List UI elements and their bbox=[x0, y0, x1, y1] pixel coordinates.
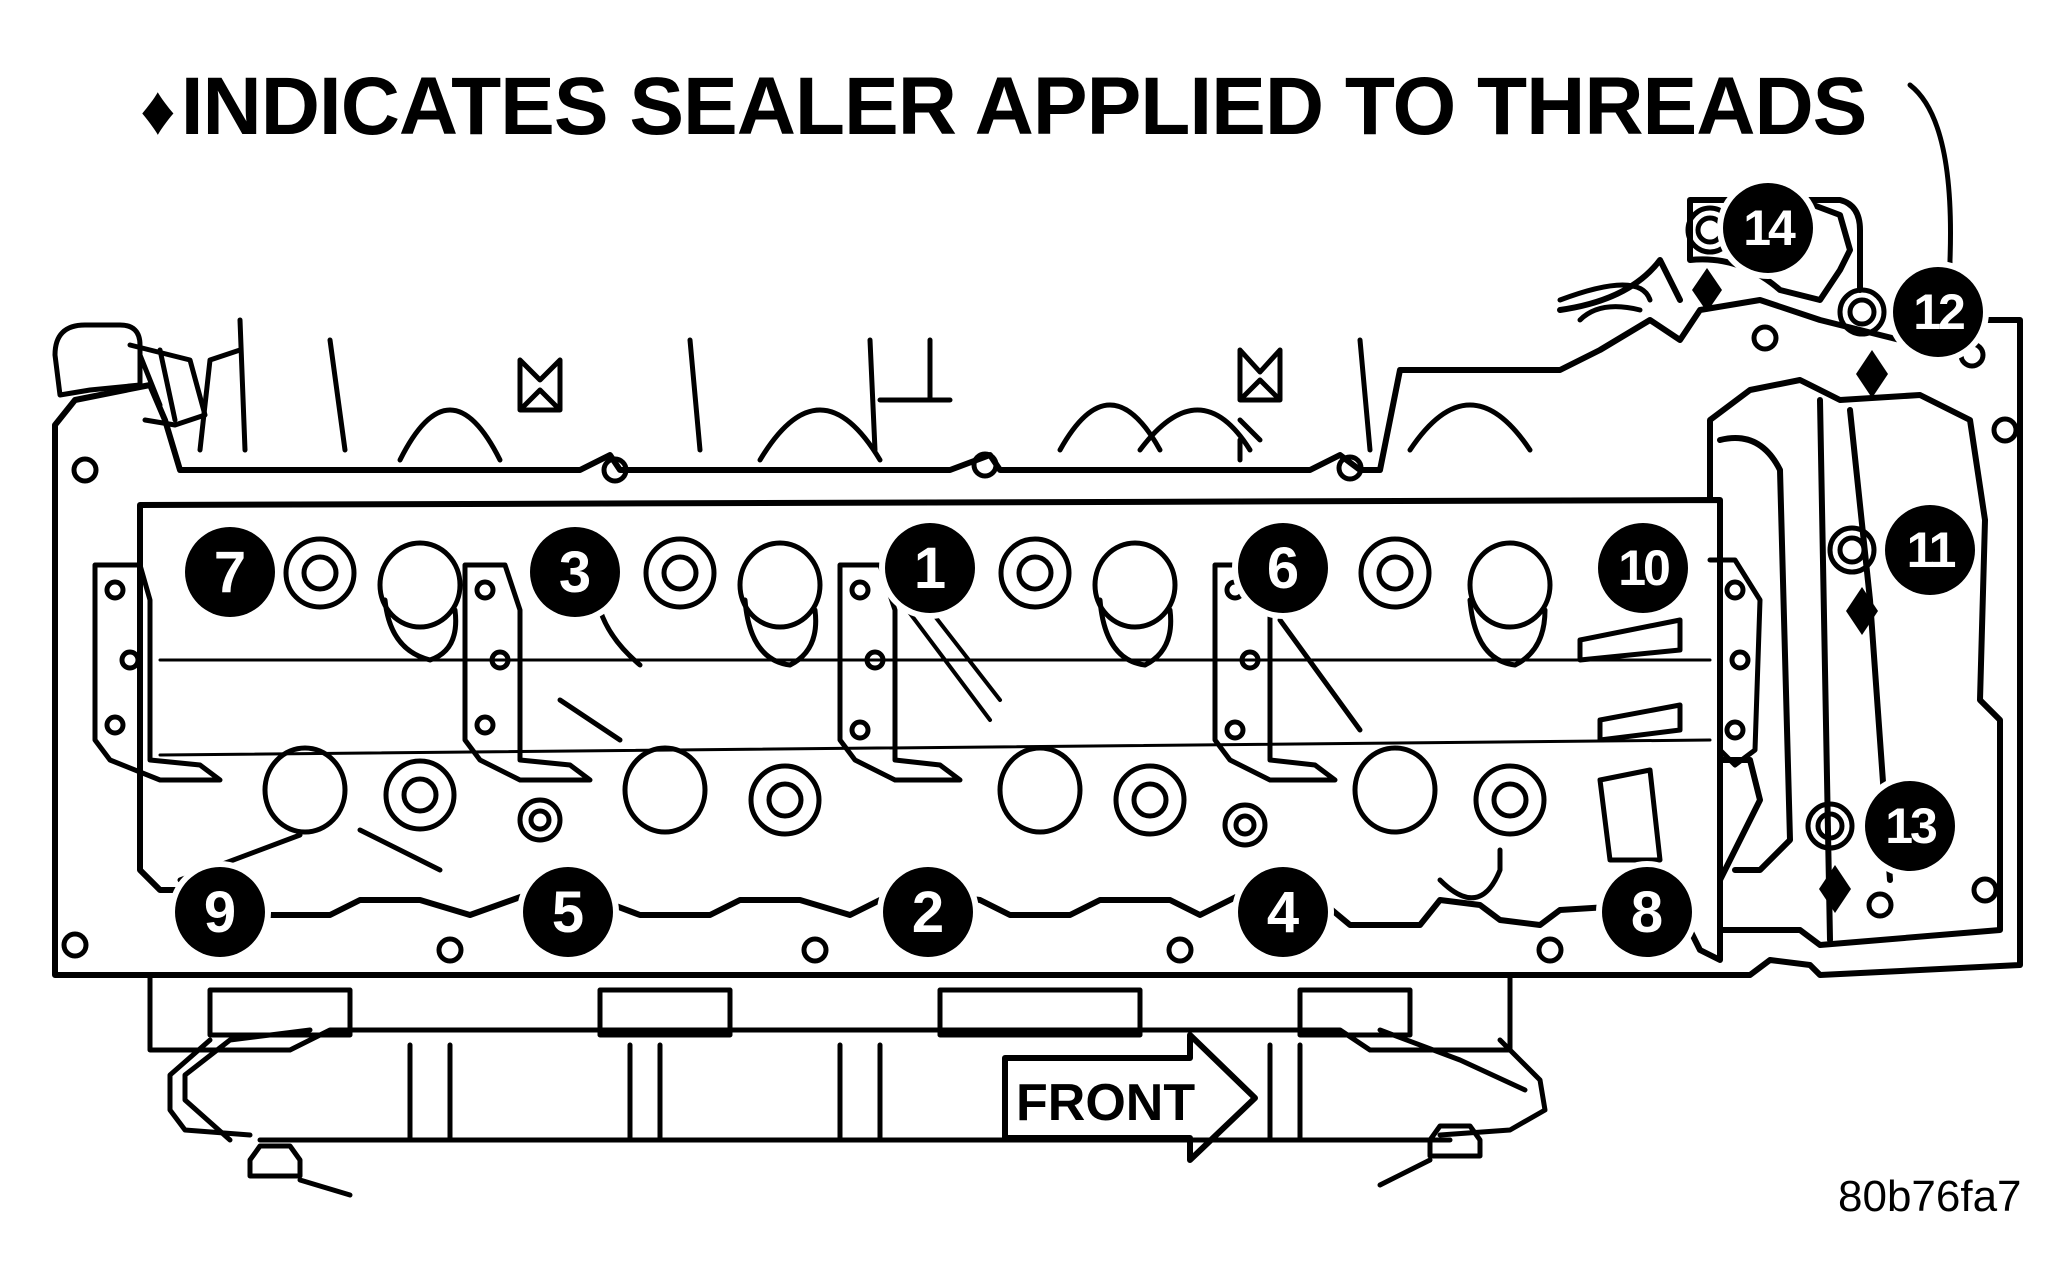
legend-text: INDICATES SEALER APPLIED TO THREADS bbox=[180, 61, 1868, 152]
sealer-diamonds bbox=[1692, 268, 1888, 913]
sealer-diamond-14 bbox=[1692, 268, 1722, 312]
bolt-number: 7 bbox=[185, 527, 275, 617]
front-label: FRONT bbox=[1016, 1074, 1196, 1132]
bolt-number: 12 bbox=[1893, 267, 1983, 357]
bolt-number: 6 bbox=[1238, 523, 1328, 613]
tube-fitting bbox=[52, 322, 208, 428]
front-arrow bbox=[1002, 1032, 1258, 1163]
bolt-number: 4 bbox=[1238, 867, 1328, 957]
bolt-number: 2 bbox=[883, 867, 973, 957]
lower-valve-row bbox=[177, 617, 1683, 901]
bolt-number: 3 bbox=[530, 527, 620, 617]
diamond-icon: ♦ bbox=[140, 71, 176, 149]
upper-valve-row bbox=[283, 536, 1683, 722]
sealer-diamond-11 bbox=[1846, 587, 1878, 635]
perimeter-bolt-holes bbox=[61, 324, 2019, 964]
upper-valve-gear bbox=[197, 82, 1953, 463]
sealer-diamond-13 bbox=[1819, 865, 1851, 913]
bolt-number: 13 bbox=[1865, 781, 1955, 871]
bolt-number: 9 bbox=[175, 867, 265, 957]
bolt-number: 10 bbox=[1598, 523, 1688, 613]
figure-code: 80b76fa7 bbox=[1838, 1172, 2022, 1221]
lower-housing bbox=[147, 972, 1548, 1198]
bolt-number: 14 bbox=[1723, 183, 1813, 273]
bolt-number: 11 bbox=[1885, 505, 1975, 595]
bolt-number: 5 bbox=[523, 867, 613, 957]
bolt-number: 8 bbox=[1602, 867, 1692, 957]
sealer-legend: ♦INDICATES SEALER APPLIED TO THREADS bbox=[140, 60, 1868, 154]
sealer-diamond-12 bbox=[1856, 350, 1888, 398]
bolt-number: 1 bbox=[885, 523, 975, 613]
